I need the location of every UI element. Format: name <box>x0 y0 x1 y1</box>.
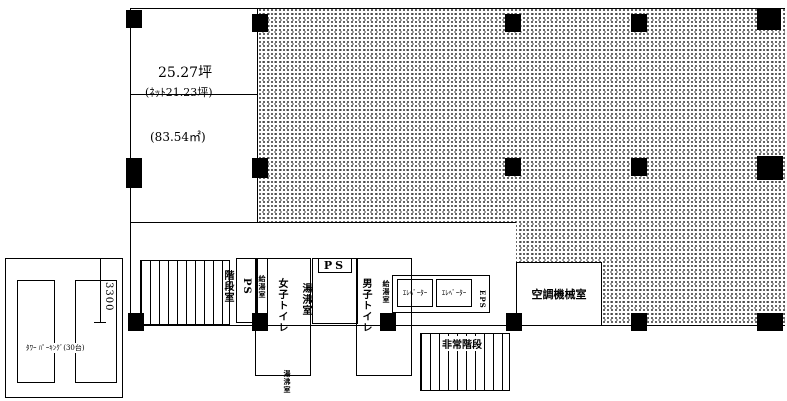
column <box>631 158 647 176</box>
elevator-2: ｴﾚﾍﾞｰﾀｰ <box>436 279 472 307</box>
eps-label: EPS <box>478 290 487 309</box>
column <box>252 14 268 32</box>
bottom-room-label: 湯沸室 <box>283 370 292 394</box>
kyuto2-label: 給湯室 <box>382 280 391 304</box>
ps-label: PS <box>241 278 252 295</box>
womens-toilet-label: 女子トイレ <box>276 278 287 333</box>
stairwell <box>140 260 230 325</box>
column <box>505 158 521 176</box>
column <box>380 313 396 331</box>
column <box>757 313 783 331</box>
mens-toilet-label: 男子トイレ <box>360 278 371 333</box>
column <box>126 158 142 188</box>
ac-machine-room: 空調機械室 <box>516 262 602 326</box>
elevator-2-label: ｴﾚﾍﾞｰﾀｰ <box>441 289 467 297</box>
ps2-label: PS <box>318 258 352 273</box>
elevator-1: ｴﾚﾍﾞｰﾀｰ <box>397 279 433 307</box>
dimension-3300: 3300 <box>103 282 114 312</box>
office-net-area: (ﾈｯﾄ21.23坪) <box>145 86 213 99</box>
column <box>631 313 647 331</box>
column <box>126 10 142 28</box>
yuwakashi-label: 湯沸室 <box>300 283 311 316</box>
column <box>757 8 781 30</box>
womens-toilet <box>255 258 311 376</box>
elevator-hall <box>392 275 490 313</box>
stair-room-label: 階段室 <box>222 270 233 303</box>
column <box>631 14 647 32</box>
mens-toilet <box>356 258 412 376</box>
kyuto-label: 給湯室 <box>258 275 267 299</box>
column <box>505 14 521 32</box>
office-area-m2: (83.54㎡) <box>150 130 206 144</box>
ac-room-label: 空調機械室 <box>531 288 587 301</box>
ps-shaft <box>236 258 258 323</box>
column <box>252 158 268 178</box>
elevator-1-label: ｴﾚﾍﾞｰﾀｰ <box>402 289 428 297</box>
column <box>506 313 522 331</box>
tower-parking-label: ﾀﾜｰ ﾊﾟｰｷﾝｸﾞ(30台) <box>26 343 85 353</box>
office-area-tsubo: 25.27坪 <box>158 65 213 81</box>
column <box>757 156 783 180</box>
emergency-stair-label: 非常階段 <box>442 336 482 351</box>
tower-parking <box>5 258 123 398</box>
